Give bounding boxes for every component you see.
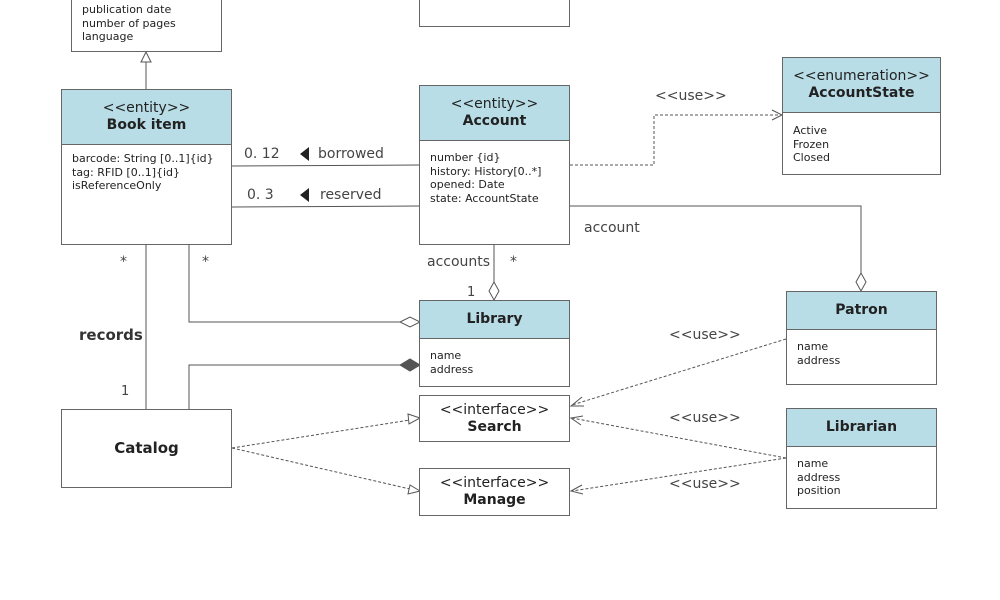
book-item-records-multiplicity: * [120, 254, 127, 270]
borrowed-direction-icon [300, 147, 309, 161]
catalog-search-realization [231, 419, 411, 449]
librarian-manage-arrowhead [569, 484, 584, 495]
publication-attr: number of pages [82, 16, 176, 30]
search-stereotype: <<interface>> [439, 401, 550, 418]
account-state-class[interactable]: <<enumeration>> AccountState Active Froz… [782, 57, 941, 175]
account-attr: number {id} [430, 151, 501, 164]
manage-stereotype: <<interface>> [439, 475, 550, 491]
librarian-search-dependency [571, 417, 787, 459]
catalog-class[interactable]: Catalog [61, 409, 232, 488]
reserved-association [231, 205, 420, 208]
librarian-manage-dependency [571, 457, 787, 492]
search-interface[interactable]: <<interface>> Search [419, 395, 570, 442]
records-label: records [79, 326, 143, 344]
account-state-dependency [570, 114, 780, 166]
account-state-value: Active [793, 124, 828, 137]
book-item-name: Book item [106, 117, 187, 133]
publication-attr: language [82, 30, 134, 43]
borrowed-association [231, 164, 420, 167]
librarian-search-arrowhead [569, 415, 584, 426]
manage-name: Manage [463, 492, 526, 508]
patron-use-label: <<use>> [669, 327, 741, 343]
librarian-attr: position [797, 484, 841, 497]
library-accounts-diamond [488, 280, 500, 302]
account-state-stereotype: <<enumeration>> [793, 68, 930, 84]
library-books-diamond [398, 316, 422, 328]
account-class[interactable]: <<entity>> Account number {id} history: … [419, 85, 570, 245]
reserved-label: reserved [320, 187, 382, 203]
accounts-role-label: accounts [427, 254, 491, 270]
account-state-value: Closed [793, 151, 830, 164]
account-state-use-label: <<use>> [655, 88, 727, 104]
search-name: Search [467, 418, 522, 435]
catalog-name: Catalog [114, 439, 179, 457]
library-multiplicity: 1 [467, 285, 476, 300]
catalog-manage-arrowhead [407, 484, 422, 495]
catalog-search-arrowhead [407, 413, 422, 425]
patron-name: Patron [835, 302, 888, 318]
account-attr: opened: Date [430, 178, 505, 191]
book-item-library-multiplicity: * [202, 254, 209, 270]
catalog-manage-realization [231, 447, 411, 490]
patron-aggregation-diamond [855, 271, 867, 293]
library-attr: name [430, 349, 462, 362]
account-role-label: account [584, 220, 640, 236]
catalog-multiplicity: 1 [121, 384, 130, 399]
account-stereotype: <<entity>> [450, 96, 539, 112]
librarian-attr: name [797, 457, 829, 470]
patron-class[interactable]: Patron name address [786, 291, 937, 385]
patron-search-arrowhead [569, 396, 584, 407]
reserved-direction-icon [300, 188, 309, 202]
reserved-multiplicity: 0. 3 [247, 187, 274, 203]
patron-account-association [570, 205, 862, 273]
borrowed-multiplicity: 0. 12 [244, 146, 280, 162]
librarian-search-use-label: <<use>> [669, 410, 741, 426]
librarian-attr: address [797, 470, 841, 484]
library-catalog-diamond [399, 358, 421, 372]
librarian-class[interactable]: Librarian name address position [786, 408, 937, 509]
account-state-value: Frozen [793, 137, 830, 151]
partial-class-box[interactable] [419, 0, 570, 27]
library-attr: address [430, 362, 474, 376]
account-attr: state: AccountState [430, 191, 539, 205]
library-catalog-composition [188, 364, 400, 409]
library-books-association [188, 245, 400, 323]
library-class[interactable]: Library name address [419, 300, 570, 387]
publication-attr: publication date [82, 3, 172, 16]
borrowed-label: borrowed [318, 146, 384, 162]
publication-class-box[interactable]: publication date number of pages languag… [71, 0, 222, 52]
patron-search-dependency [571, 338, 787, 406]
account-attr: history: History[0..*] [430, 164, 542, 178]
account-state-name: AccountState [808, 85, 915, 101]
librarian-manage-use-label: <<use>> [669, 476, 741, 492]
account-name: Account [462, 113, 527, 129]
patron-attr: name [797, 340, 829, 353]
library-name: Library [466, 311, 523, 327]
book-item-attr: barcode: String [0..1]{id} [72, 152, 214, 165]
book-item-attr: isReferenceOnly [72, 179, 162, 192]
patron-attr: address [797, 353, 841, 367]
generalization-arrowhead [140, 50, 152, 63]
accounts-multiplicity: * [510, 254, 517, 270]
book-item-attr: tag: RFID [0..1]{id} [72, 165, 181, 179]
book-item-stereotype: <<entity>> [102, 100, 191, 116]
book-item-class[interactable]: <<entity>> Book item barcode: String [0.… [61, 89, 232, 245]
manage-interface[interactable]: <<interface>> Manage [419, 468, 570, 516]
librarian-name: Librarian [825, 419, 898, 435]
